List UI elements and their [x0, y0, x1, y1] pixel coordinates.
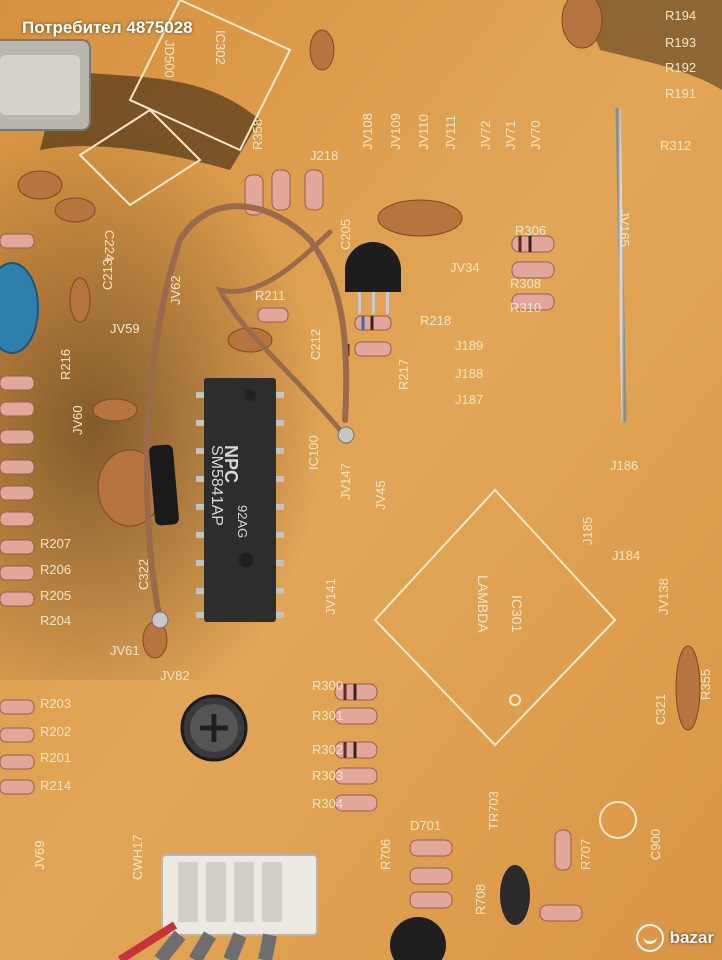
svg-text:C322: C322: [136, 559, 151, 590]
svg-text:JV45: JV45: [373, 480, 388, 510]
svg-text:JV60: JV60: [70, 405, 85, 435]
svg-text:JV62: JV62: [168, 275, 183, 305]
username-tag: Потребител 4875028: [22, 18, 193, 37]
svg-text:R312: R312: [660, 138, 691, 153]
resistors: [0, 169, 583, 922]
svg-text:J218: J218: [310, 148, 338, 163]
svg-text:C205: C205: [338, 219, 353, 250]
chip-marking-npc: NPC: [221, 445, 241, 483]
c900-outline: [599, 801, 637, 839]
chip-marking-part: SM5841AP: [208, 445, 225, 526]
transistor: [345, 242, 401, 314]
svg-text:R214: R214: [40, 778, 71, 793]
watermark: bazar: [635, 924, 714, 952]
dark-shadow-right: [580, 0, 722, 90]
blue-capacitor: [0, 262, 39, 354]
svg-text:C212: C212: [308, 329, 323, 360]
rework-wire-2: [215, 229, 343, 433]
svg-text:JV59: JV59: [110, 321, 140, 336]
svg-text:JV72: JV72: [478, 120, 493, 150]
bazar-logo-icon: [635, 924, 664, 952]
svg-text:JV110: JV110: [416, 114, 431, 150]
jumper-wires: [0, 7, 693, 960]
svg-text:R194: R194: [665, 8, 696, 23]
svg-text:R306: R306: [515, 223, 546, 238]
svg-text:JV82: JV82: [160, 668, 190, 683]
screw: [180, 694, 248, 762]
svg-text:R300: R300: [312, 678, 343, 693]
svg-text:R218: R218: [420, 313, 451, 328]
svg-text:JV61: JV61: [110, 643, 140, 658]
svg-text:R708: R708: [473, 884, 488, 915]
svg-text:JV138: JV138: [656, 578, 671, 615]
svg-text:R206: R206: [40, 562, 71, 577]
svg-text:C321: C321: [653, 694, 668, 725]
svg-text:JV71: JV71: [503, 120, 518, 150]
svg-text:IC100: IC100: [306, 435, 321, 470]
svg-text:R303: R303: [312, 768, 343, 783]
svg-text:R304: R304: [312, 796, 343, 811]
svg-text:R207: R207: [40, 536, 71, 551]
svg-text:JV108: JV108: [360, 113, 375, 150]
svg-text:D701: D701: [410, 818, 441, 833]
svg-text:C213: C213: [100, 259, 115, 290]
solder-joint-2: [151, 611, 169, 629]
rework-wire: [143, 203, 350, 623]
svg-text:R216: R216: [58, 349, 73, 380]
svg-text:JV147: JV147: [338, 463, 353, 500]
svg-text:R706: R706: [378, 839, 393, 870]
svg-text:R355: R355: [698, 669, 713, 700]
ic301-label: IC301: [509, 595, 525, 633]
svg-text:R203: R203: [40, 696, 71, 711]
svg-text:R310: R310: [510, 300, 541, 315]
svg-text:JV34: JV34: [450, 260, 480, 275]
svg-text:R308: R308: [510, 276, 541, 291]
svg-text:R204: R204: [40, 613, 71, 628]
svg-text:J184: J184: [612, 548, 640, 563]
svg-text:J187: J187: [455, 392, 483, 407]
svg-text:J186: J186: [610, 458, 638, 473]
svg-text:R358: R358: [250, 119, 265, 150]
heat-shrink: [149, 444, 179, 526]
svg-text:R707: R707: [578, 839, 593, 870]
svg-text:R192: R192: [665, 60, 696, 75]
svg-text:R302: R302: [312, 742, 343, 757]
svg-text:JV69: JV69: [32, 840, 47, 870]
svg-text:J185: J185: [580, 517, 595, 545]
svg-text:R202: R202: [40, 724, 71, 739]
svg-text:JV141: JV141: [323, 578, 338, 615]
svg-text:TR703: TR703: [486, 791, 501, 830]
svg-text:JV111: JV111: [443, 115, 458, 150]
lambda-label: LAMBDA: [475, 575, 491, 633]
svg-text:R201: R201: [40, 750, 71, 765]
svg-text:R301: R301: [312, 708, 343, 723]
chip-marking-date: 92AG: [235, 505, 250, 538]
transistor-bottom: [500, 865, 530, 925]
svg-text:R191: R191: [665, 86, 696, 101]
svg-text:C224: C224: [102, 230, 117, 261]
connector: [117, 854, 318, 960]
svg-text:JV109: JV109: [388, 113, 403, 150]
svg-text:IC302: IC302: [213, 30, 228, 65]
svg-text:R193: R193: [665, 35, 696, 50]
svg-text:C900: C900: [648, 829, 663, 860]
svg-text:JV165: JV165: [617, 210, 632, 247]
svg-text:J188: J188: [455, 366, 483, 381]
svg-text:R211: R211: [255, 288, 285, 303]
svg-text:R205: R205: [40, 588, 71, 603]
watermark-text: bazar: [669, 928, 714, 947]
capacitor-bottom: [390, 917, 446, 960]
svg-text:JV70: JV70: [528, 120, 543, 150]
ic-chip: [196, 378, 284, 622]
ceramic-capacitors: [17, 0, 701, 731]
silkscreen-labels: R358 J218 JV108 JV109 JV110 JV111 JV72 J…: [32, 8, 713, 915]
svg-text:R217: R217: [396, 359, 411, 390]
svg-text:JD500: JD500: [162, 40, 177, 78]
crystal: [0, 39, 91, 131]
silkscreen-outlines: [78, 0, 617, 747]
svg-text:CWH17: CWH17: [130, 834, 145, 880]
svg-text:J189: J189: [455, 338, 483, 353]
solder-joint: [337, 426, 355, 444]
